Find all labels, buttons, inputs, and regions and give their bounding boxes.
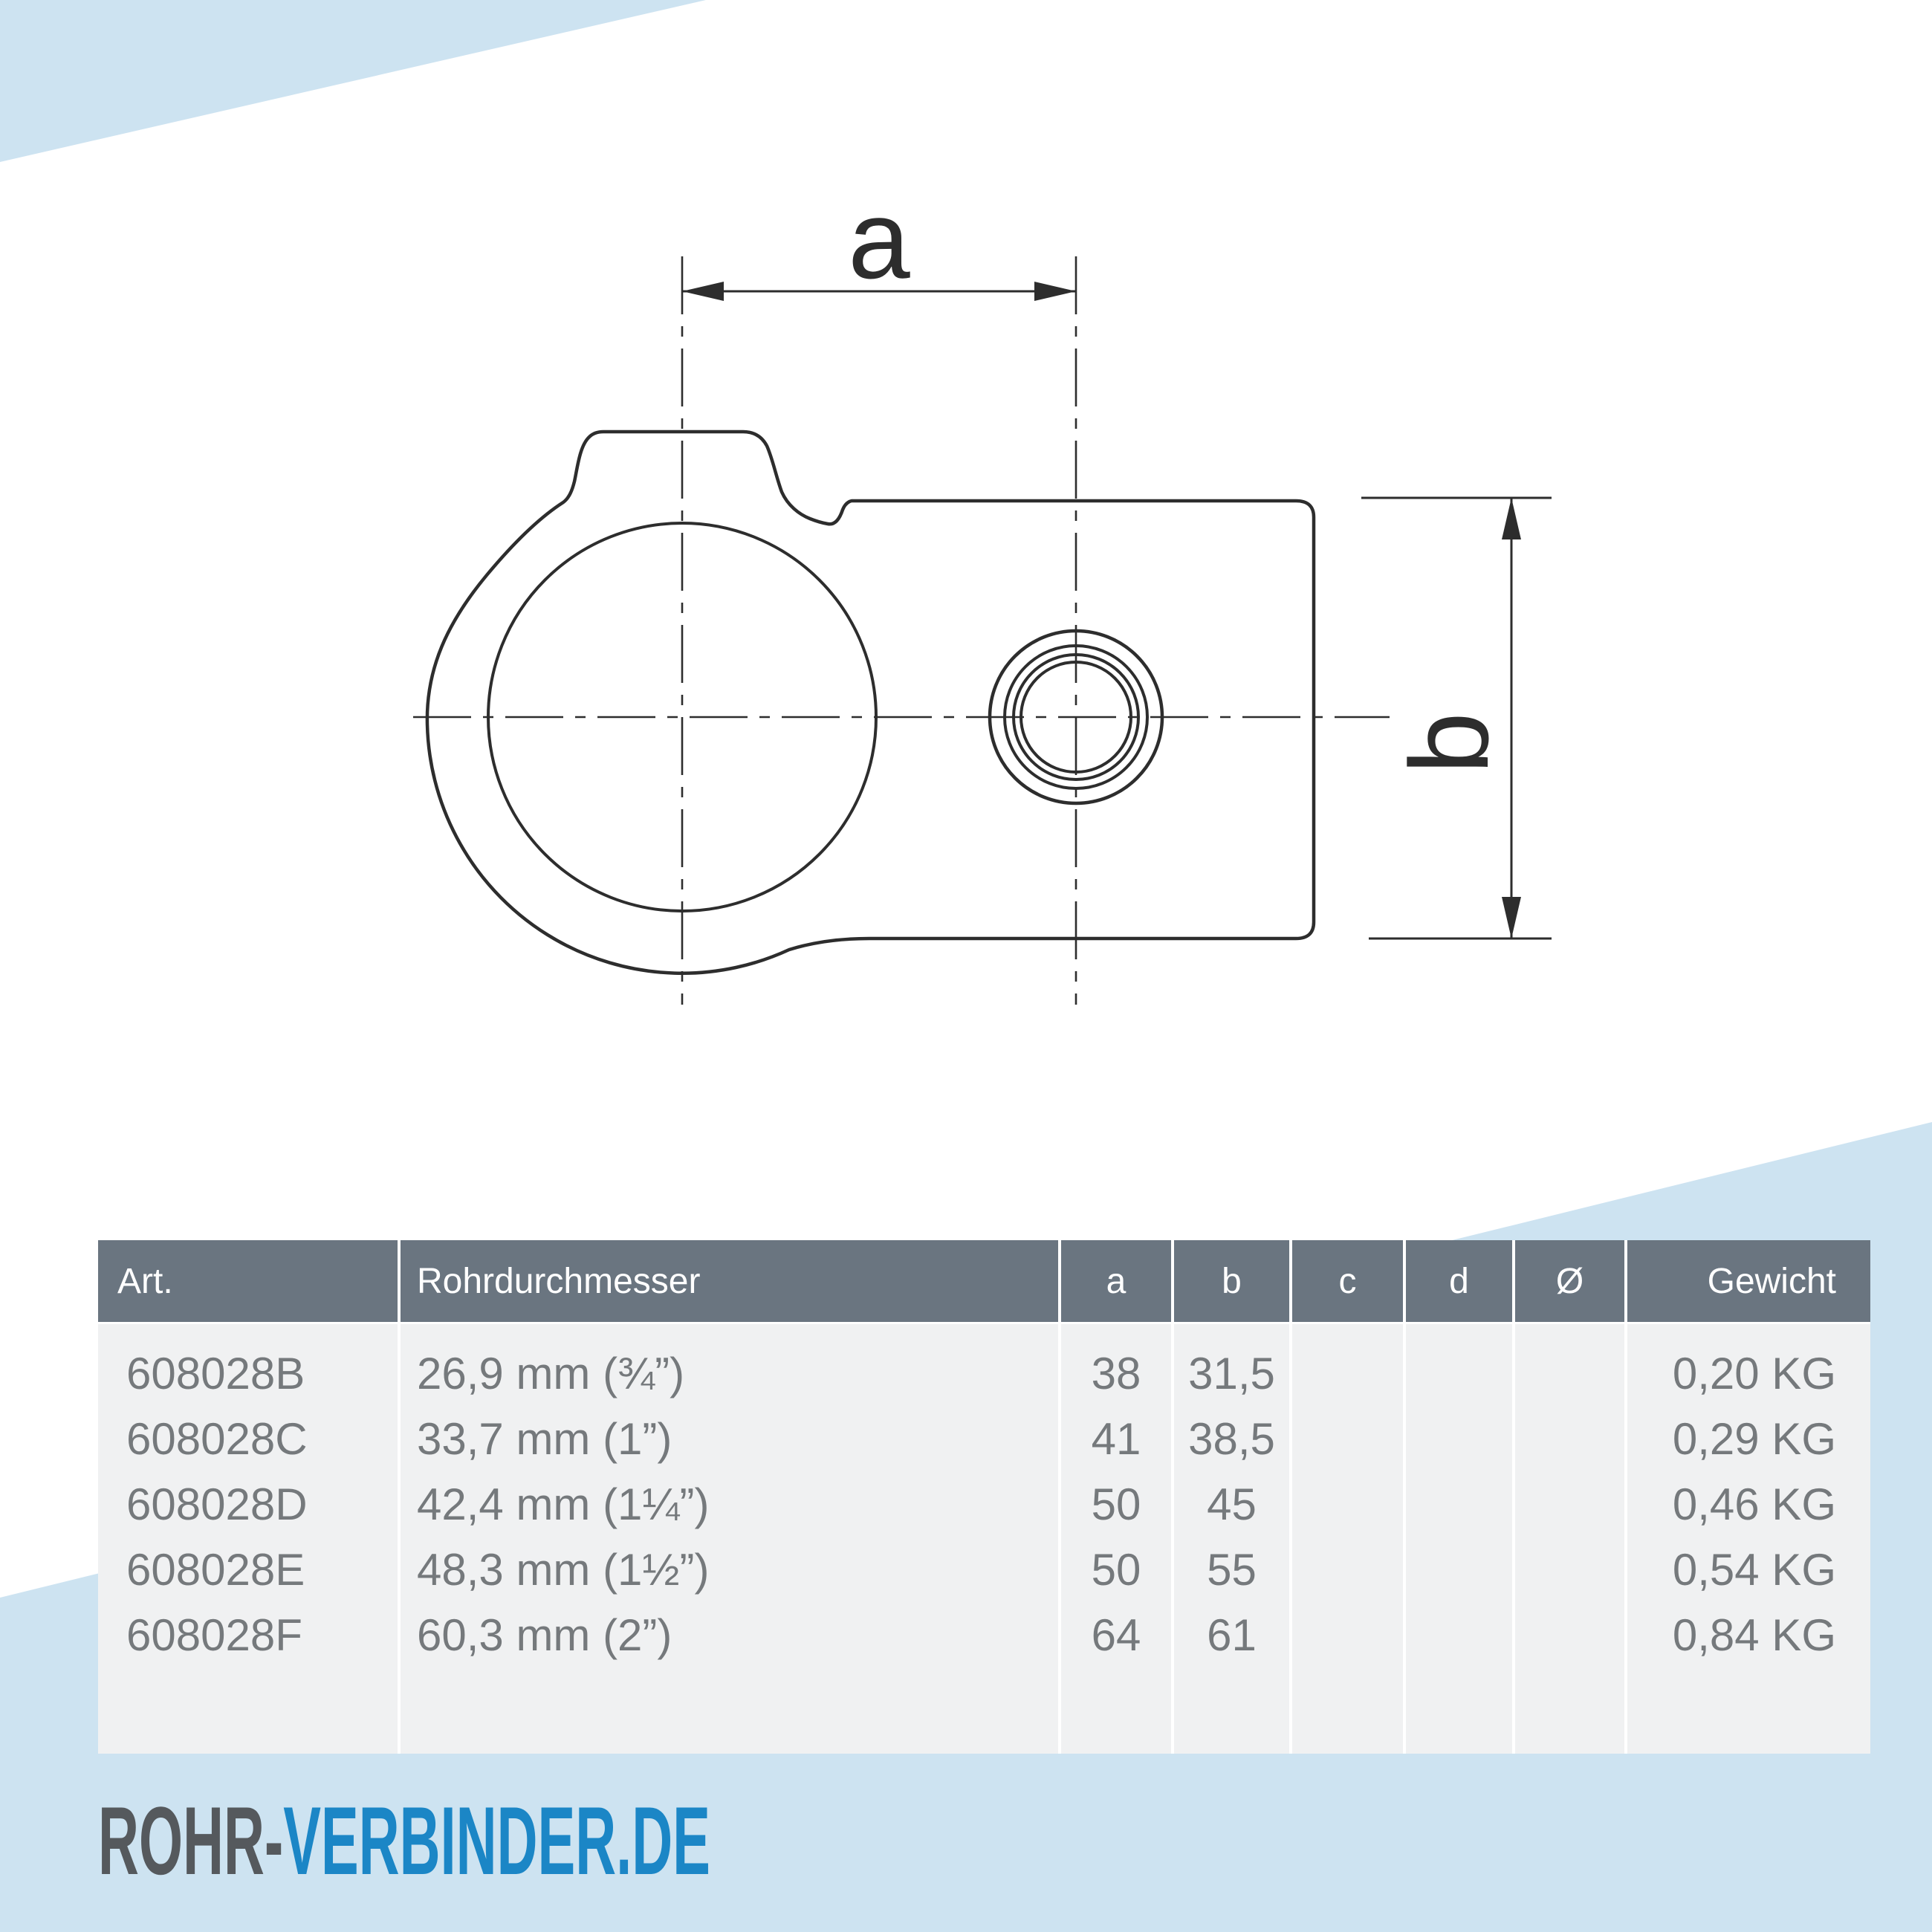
cell-b: 31,5 bbox=[1174, 1341, 1289, 1406]
cell-dia bbox=[1515, 1341, 1624, 1406]
dim-a-arrow-right bbox=[1034, 282, 1076, 301]
cell-c bbox=[1292, 1406, 1403, 1471]
dim-a-arrow-left bbox=[682, 282, 724, 301]
cell-size: 48,3 mm (1½”) bbox=[401, 1537, 1058, 1602]
cell-b: 55 bbox=[1174, 1537, 1289, 1602]
table-row: 608028E 48,3 mm (1½”) 50 55 0,54 KG bbox=[98, 1537, 1870, 1602]
header-a: a bbox=[1061, 1240, 1171, 1322]
cell-art: 608028F bbox=[98, 1602, 398, 1667]
table-row: 608028B 26,9 mm (¾”) 38 31,5 0,20 KG bbox=[98, 1341, 1870, 1406]
header-weight: Gewicht bbox=[1627, 1240, 1870, 1322]
cell-weight: 0,46 KG bbox=[1627, 1471, 1870, 1537]
cell-size: 42,4 mm (1¼”) bbox=[401, 1471, 1058, 1537]
cell-dia bbox=[1515, 1537, 1624, 1602]
table-row: 608028D 42,4 mm (1¼”) 50 45 0,46 KG bbox=[98, 1471, 1870, 1537]
cell-a: 50 bbox=[1061, 1537, 1171, 1602]
cell-a: 41 bbox=[1061, 1406, 1171, 1471]
cell-a: 64 bbox=[1061, 1602, 1171, 1667]
table-row: 608028C 33,7 mm (1”) 41 38,5 0,29 KG bbox=[98, 1406, 1870, 1471]
header-b: b bbox=[1174, 1240, 1289, 1322]
cell-d bbox=[1406, 1341, 1512, 1406]
cell-b: 45 bbox=[1174, 1471, 1289, 1537]
cell-c bbox=[1292, 1341, 1403, 1406]
cell-d bbox=[1406, 1471, 1512, 1537]
dim-b-arrow-top bbox=[1502, 498, 1521, 539]
header-diameter-symbol: Ø bbox=[1515, 1240, 1624, 1322]
dim-b-label: b bbox=[1387, 712, 1511, 774]
dimension-a: a bbox=[682, 177, 1076, 302]
cell-c bbox=[1292, 1471, 1403, 1537]
cell-weight: 0,29 KG bbox=[1627, 1406, 1870, 1471]
brand-logo: ROHR-VERBINDER.DE bbox=[98, 1792, 710, 1889]
dimension-b: b bbox=[1361, 496, 1552, 940]
cell-d bbox=[1406, 1537, 1512, 1602]
header-d: d bbox=[1406, 1240, 1512, 1322]
cell-dia bbox=[1515, 1471, 1624, 1537]
cell-size: 60,3 mm (2”) bbox=[401, 1602, 1058, 1667]
part-outline bbox=[425, 429, 1316, 975]
dim-b-arrow-bottom bbox=[1502, 897, 1521, 939]
cell-b: 61 bbox=[1174, 1602, 1289, 1667]
cell-d bbox=[1406, 1602, 1512, 1667]
table-row: 608028F 60,3 mm (2”) 64 61 0,84 KG bbox=[98, 1602, 1870, 1667]
table-spacer-row bbox=[98, 1324, 1870, 1341]
header-diameter: Rohrdurchmesser bbox=[401, 1240, 1058, 1322]
table-filler-row bbox=[98, 1667, 1870, 1754]
cell-art: 608028D bbox=[98, 1471, 398, 1537]
header-c: c bbox=[1292, 1240, 1403, 1322]
cell-size: 33,7 mm (1”) bbox=[401, 1406, 1058, 1471]
cell-d bbox=[1406, 1406, 1512, 1471]
cell-size: 26,9 mm (¾”) bbox=[401, 1341, 1058, 1406]
cell-art: 608028E bbox=[98, 1537, 398, 1602]
cell-dia bbox=[1515, 1406, 1624, 1471]
cell-art: 608028C bbox=[98, 1406, 398, 1471]
cell-a: 50 bbox=[1061, 1471, 1171, 1537]
header-art: Art. bbox=[98, 1240, 398, 1322]
dim-a-label: a bbox=[848, 177, 910, 302]
spec-table: Art. Rohrdurchmesser a b c d Ø Gewicht 6… bbox=[98, 1240, 1870, 1754]
cell-weight: 0,84 KG bbox=[1627, 1602, 1870, 1667]
cell-a: 38 bbox=[1061, 1341, 1171, 1406]
cell-c bbox=[1292, 1602, 1403, 1667]
cell-weight: 0,20 KG bbox=[1627, 1341, 1870, 1406]
cell-b: 38,5 bbox=[1174, 1406, 1289, 1471]
brand-logo-blue-part: VERBINDER.DE bbox=[283, 1786, 710, 1895]
brand-logo-gray-part: ROHR- bbox=[98, 1786, 284, 1895]
cell-weight: 0,54 KG bbox=[1627, 1537, 1870, 1602]
cell-dia bbox=[1515, 1602, 1624, 1667]
cell-art: 608028B bbox=[98, 1341, 398, 1406]
table-header-row: Art. Rohrdurchmesser a b c d Ø Gewicht bbox=[98, 1240, 1870, 1322]
cell-c bbox=[1292, 1537, 1403, 1602]
